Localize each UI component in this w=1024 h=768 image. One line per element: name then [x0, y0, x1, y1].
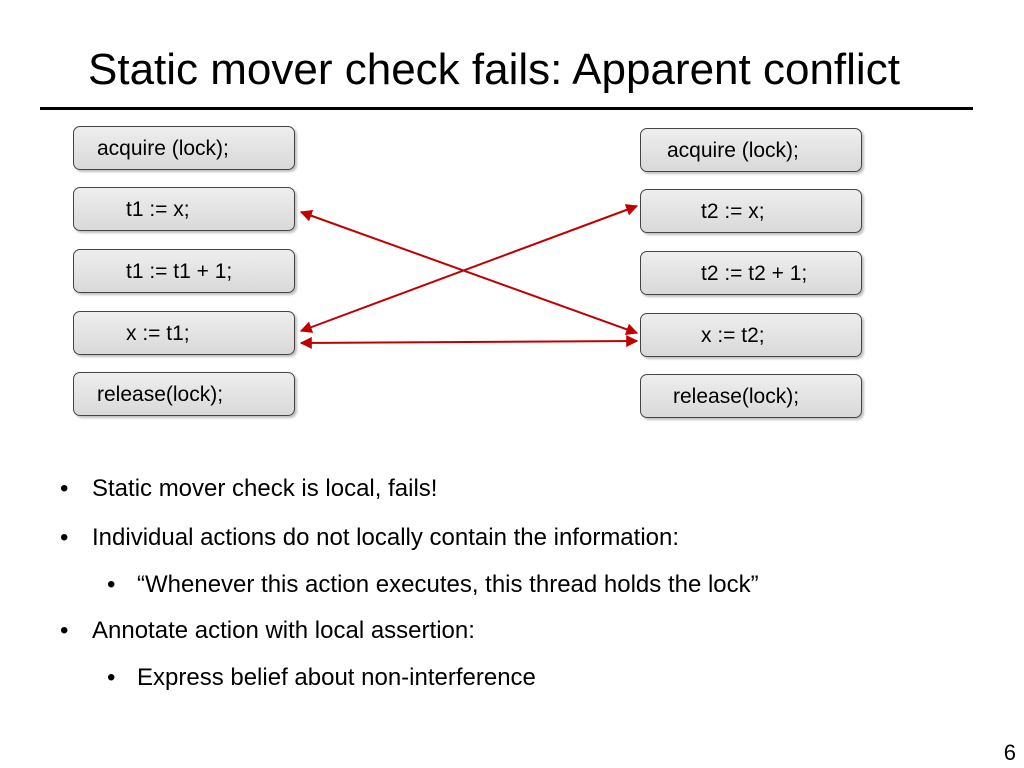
- slide-title: Static mover check fails: Apparent confl…: [88, 45, 900, 94]
- right-step-release: release(lock);: [640, 374, 862, 418]
- right-step-read-x-label: t2 := x;: [701, 200, 765, 223]
- right-step-write-x-label: x := t2;: [701, 324, 765, 347]
- conflict-arrow-x1-write-t2-read: [299, 204, 639, 333]
- left-step-acquire: acquire (lock);: [73, 126, 295, 170]
- right-step-read-x: t2 := x;: [640, 189, 862, 233]
- right-step-increment-label: t2 := t2 + 1;: [701, 262, 808, 285]
- page-number: 6: [1003, 740, 1016, 765]
- left-step-read-x: t1 := x;: [73, 187, 295, 231]
- left-step-increment: t1 := t1 + 1;: [73, 249, 295, 293]
- conflict-arrow-x1-write-x2-write: [299, 335, 639, 349]
- title-underline: [40, 107, 973, 110]
- left-step-write-x-label: x := t1;: [126, 322, 190, 345]
- right-step-release-label: release(lock);: [673, 385, 800, 408]
- right-step-acquire: acquire (lock);: [640, 128, 862, 172]
- left-step-read-x-label: t1 := x;: [126, 198, 190, 221]
- left-step-release: release(lock);: [73, 372, 295, 416]
- right-step-increment: t2 := t2 + 1;: [640, 251, 862, 295]
- left-step-release-label: release(lock);: [97, 383, 224, 406]
- right-step-acquire-label: acquire (lock);: [667, 139, 799, 162]
- left-step-write-x: x := t1;: [73, 311, 295, 355]
- right-step-write-x: x := t2;: [640, 313, 862, 357]
- left-step-increment-label: t1 := t1 + 1;: [126, 260, 233, 283]
- conflict-arrow-t1-read-x2-write: [299, 210, 639, 335]
- left-step-acquire-label: acquire (lock);: [97, 137, 229, 160]
